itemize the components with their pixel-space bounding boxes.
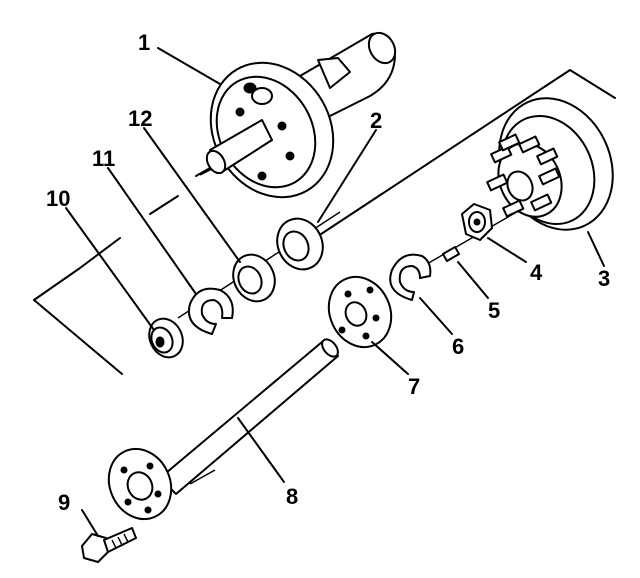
flange-plate: [327, 275, 393, 349]
callout-7: 7: [408, 374, 420, 399]
wheel-hub-drum: [486, 97, 614, 231]
callout-4: 4: [530, 260, 543, 285]
retaining-ring: [389, 253, 432, 301]
leader-lines: [65, 47, 605, 537]
outer-bearing: [276, 217, 324, 271]
callout-labels: 1 2 3 4 5 6 7 8 9 10 11 12: [46, 30, 610, 515]
bearing: [232, 253, 276, 303]
callout-10: 10: [46, 186, 70, 211]
callout-1: 1: [138, 30, 150, 55]
callout-6: 6: [452, 334, 464, 359]
retainer-ring: [188, 287, 234, 335]
callout-12: 12: [128, 106, 152, 131]
callout-5: 5: [488, 298, 500, 323]
axle-nut: [461, 203, 493, 241]
callout-2: 2: [370, 108, 382, 133]
bolt: [81, 527, 137, 563]
callout-11: 11: [92, 146, 115, 171]
callout-8: 8: [286, 484, 298, 509]
callout-9: 9: [58, 490, 70, 515]
callout-3: 3: [598, 266, 610, 291]
oil-seal: [148, 317, 184, 359]
axle-housing-flange: [195, 31, 397, 199]
key: [441, 246, 461, 262]
axle-shaft: [107, 338, 339, 521]
